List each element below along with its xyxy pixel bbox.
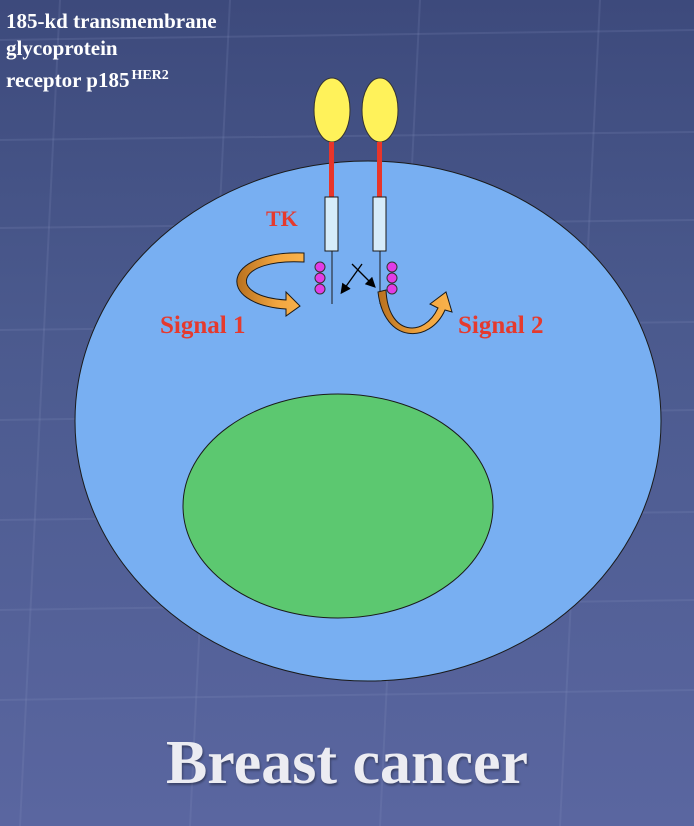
signal-1-arrow <box>236 252 305 317</box>
signal-2-arrow <box>377 289 453 334</box>
receptor-right <box>361 77 399 304</box>
phosphate-left-2 <box>314 272 326 284</box>
signal-2-label: Signal 2 <box>458 312 544 339</box>
phosphate-right-3 <box>386 283 398 295</box>
receptor-left <box>313 77 351 304</box>
stalk-right <box>377 142 382 198</box>
receptor-label-line3-text: receptor p185 <box>6 68 130 92</box>
phosphate-left-3 <box>314 283 326 295</box>
cross-phosphorylation-arrows <box>340 263 376 295</box>
her2-superscript: HER2 <box>131 68 169 83</box>
cross-arrow-1 <box>340 263 363 295</box>
receptor-label-line2: glycoprotein <box>6 36 118 60</box>
tk-domain-right <box>372 196 387 252</box>
receptor-label: 185-kd transmembrane glycoprotein recept… <box>6 8 217 94</box>
receptor-label-line1: 185-kd transmembrane <box>6 9 217 33</box>
tk-label: TK <box>266 206 298 231</box>
signal-1-label: Signal 1 <box>160 312 246 339</box>
phosphate-right-1 <box>386 261 398 273</box>
nucleus <box>182 393 494 619</box>
slide-title: Breast cancer <box>165 729 529 797</box>
ligand-left <box>313 77 351 143</box>
tk-domain-left <box>324 196 339 252</box>
phosphate-right-2 <box>386 272 398 284</box>
stalk-left <box>329 142 334 198</box>
phosphate-left-1 <box>314 261 326 273</box>
cross-arrow-2 <box>351 263 376 288</box>
ligand-right <box>361 77 399 143</box>
